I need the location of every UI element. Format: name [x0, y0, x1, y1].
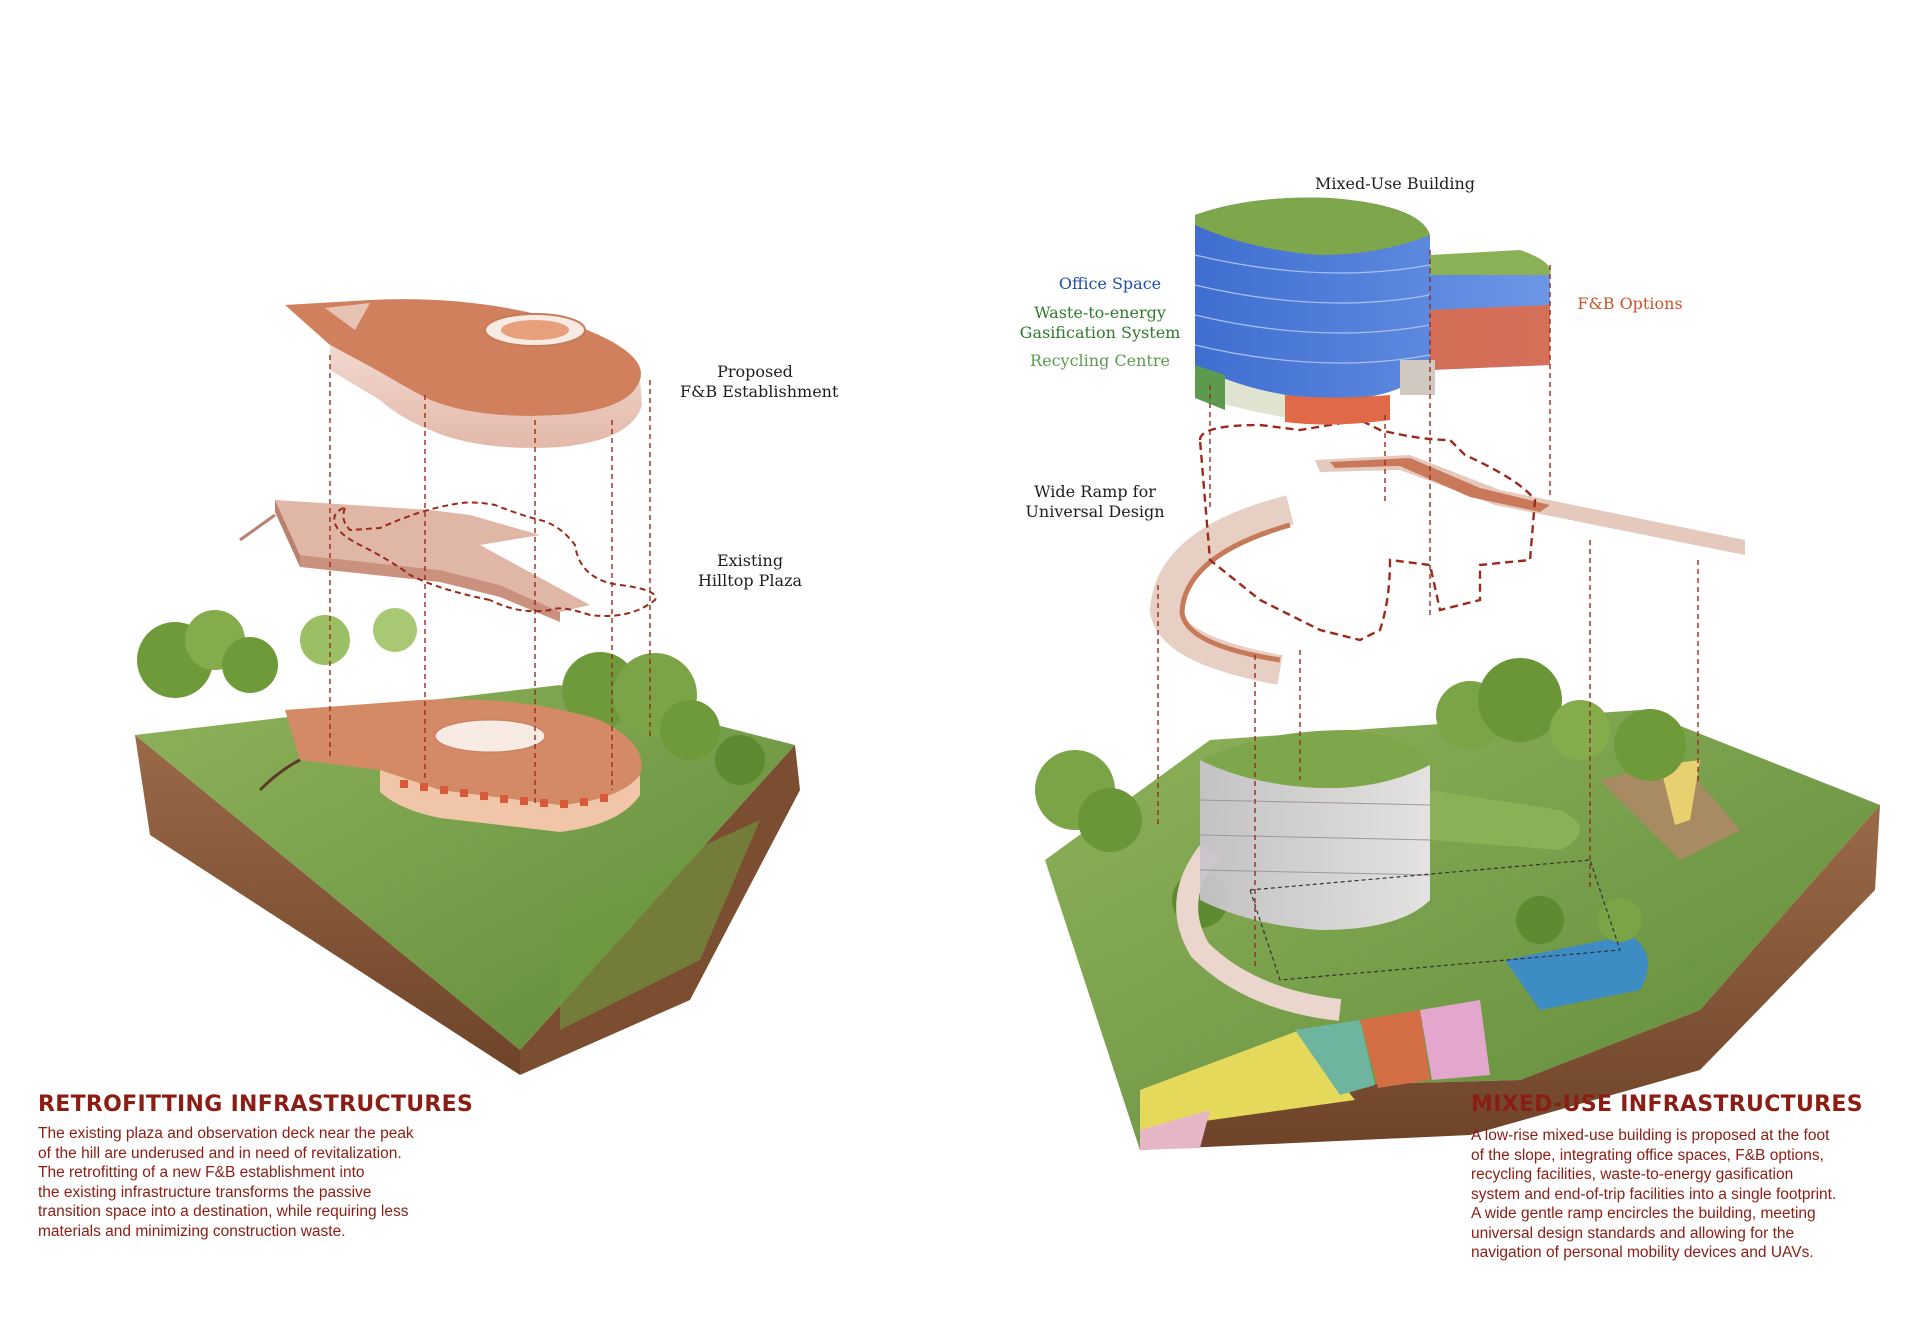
left-body-line: transition space into a destination, whi… — [38, 1203, 409, 1220]
label-existing-plaza: Existing Hilltop Plaza — [690, 551, 810, 591]
left-section-body: The existing plaza and observation deck … — [38, 1124, 414, 1241]
label-existing-plaza-line1: Existing — [716, 551, 784, 570]
left-base-deck — [258, 699, 642, 832]
right-body-line: system and end-of-trip facilities into a… — [1471, 1185, 1837, 1203]
left-body-line: materials and minimizing construction wa… — [38, 1222, 346, 1240]
right-section-heading: MIXED-USE INFRASTRUCTURES — [1471, 1092, 1863, 1117]
existing-plaza-layer — [239, 500, 657, 622]
label-wide-ramp-line1: Wide Ramp for — [1034, 482, 1156, 501]
left-body-line: The retrofitting of a new F&B establishm… — [38, 1164, 365, 1181]
right-trees — [1035, 658, 1686, 944]
right-projection-lines — [1157, 250, 1699, 970]
label-office-space: Office Space — [1058, 274, 1162, 293]
right-body-line: navigation of personal mobility devices … — [1471, 1244, 1814, 1261]
right-body-line: recycling facilities, waste-to-energy ga… — [1471, 1166, 1794, 1183]
left-trees — [137, 608, 765, 785]
floating-ramp-layer — [1149, 418, 1745, 685]
label-existing-plaza-line2: Hilltop Plaza — [697, 571, 803, 590]
label-mixed-use-building: Mixed-Use Building — [1314, 174, 1476, 193]
proposed-fb-layer — [285, 299, 642, 448]
left-section-heading: RETROFITTING INFRASTRUCTURES — [38, 1092, 474, 1117]
right-terrain — [1045, 710, 1880, 1150]
label-proposed-fb: Proposed F&B Establishment — [680, 362, 839, 402]
label-waste-to-energy: Waste-to-energy Gasification System — [1010, 303, 1190, 343]
right-section-body: A low-rise mixed-use building is propose… — [1471, 1126, 1836, 1263]
label-proposed-fb-line2: F&B Establishment — [680, 382, 839, 401]
label-fb-options: F&B Options — [1577, 294, 1683, 313]
right-body-line: A low-rise mixed-use building is propose… — [1471, 1127, 1830, 1144]
label-waste-to-energy-line2: Gasification System — [1019, 323, 1181, 342]
right-body-line: A wide gentle ramp encircles the buildin… — [1471, 1205, 1816, 1222]
ground-ramp — [1176, 843, 1342, 1021]
label-waste-to-energy-line1: Waste-to-energy — [1034, 303, 1166, 322]
left-diagram — [135, 299, 800, 1075]
left-body-line: of the hill are underused and in need of… — [38, 1144, 402, 1162]
left-body-line: the existing infrastructure transforms t… — [38, 1183, 372, 1201]
right-diagram — [1035, 197, 1880, 1150]
left-body-line: The existing plaza and observation deck … — [38, 1125, 414, 1142]
label-wide-ramp-line2: Universal Design — [1025, 502, 1165, 521]
label-wide-ramp: Wide Ramp for Universal Design — [1020, 482, 1170, 522]
mixed-use-building-model — [1194, 197, 1551, 425]
right-body-line: universal design standards and allowing … — [1471, 1224, 1795, 1242]
label-proposed-fb-line1: Proposed — [717, 362, 793, 381]
label-recycling-centre: Recycling Centre — [1030, 351, 1170, 370]
ground-building — [1199, 730, 1621, 981]
right-body-line: of the slope, integrating office spaces,… — [1471, 1146, 1824, 1164]
left-projection-lines — [329, 355, 651, 805]
